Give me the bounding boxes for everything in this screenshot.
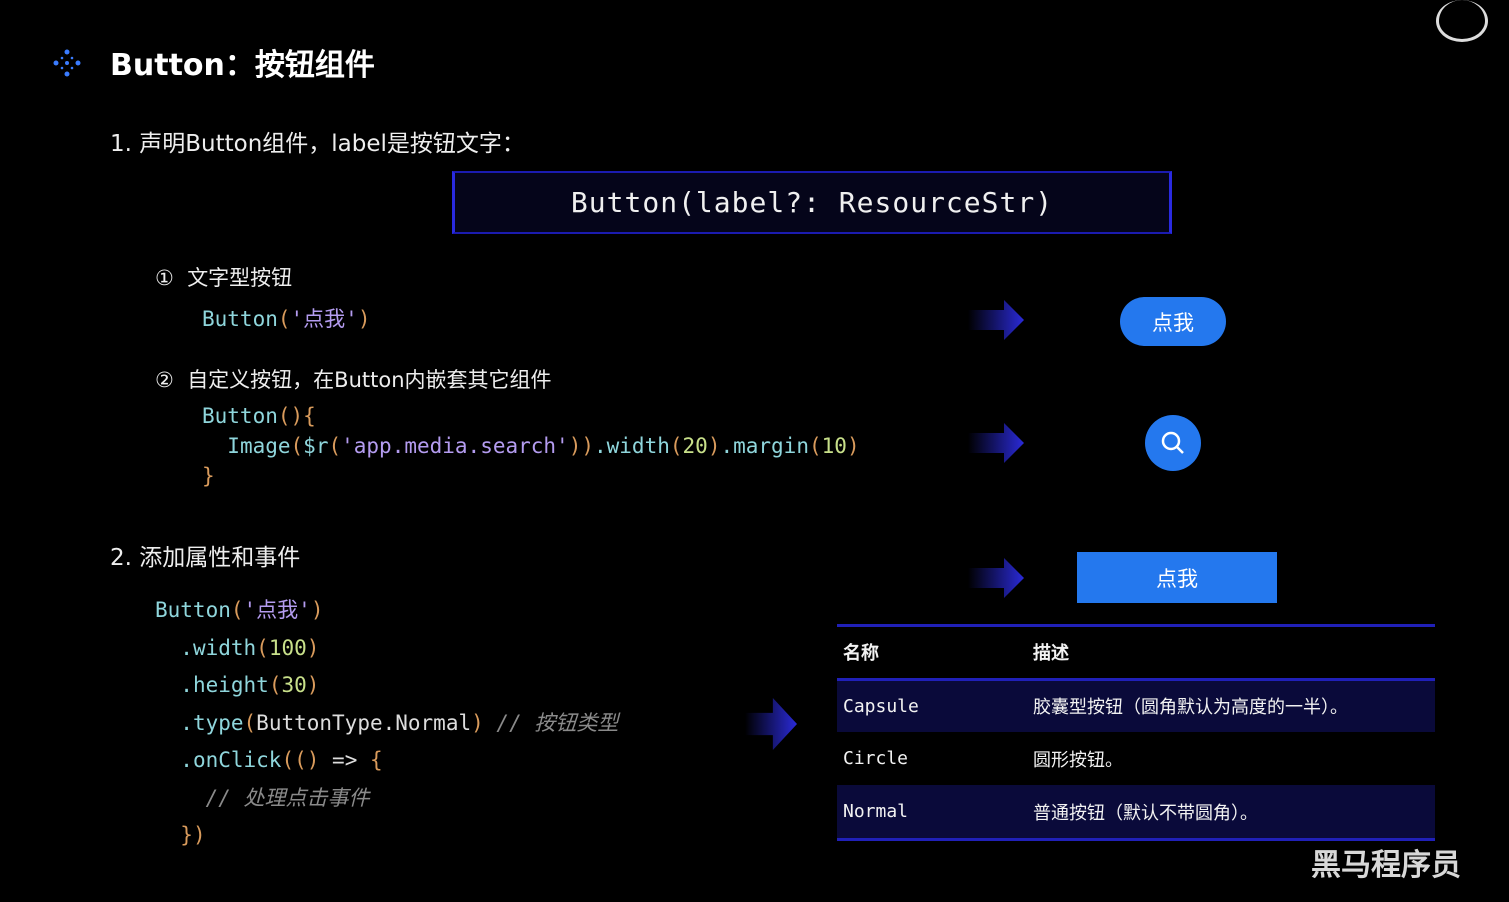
code-token: => [319, 748, 370, 772]
code-token: ( [230, 598, 244, 622]
code-token: ( [277, 307, 291, 331]
code-token: ) [306, 748, 320, 772]
table-row: Circle 圆形按钮。 [837, 732, 1435, 785]
code-token: } [202, 464, 215, 488]
code-token: ( [808, 434, 822, 458]
code-token: Button [155, 598, 231, 622]
section-2-heading: 2. 添加属性和事件 [110, 545, 301, 571]
type-name: Circle [843, 748, 909, 769]
code-token: }) [180, 823, 206, 847]
code-token: .height [180, 673, 269, 697]
logo-icon [1436, 0, 1488, 42]
normal-demo-button[interactable]: 点我 [1077, 552, 1277, 603]
arrow-right-icon [968, 300, 1024, 340]
type-description: 普通按钮（默认不带圆角）。 [1027, 785, 1435, 838]
item-label: 自定义按钮，在Button内嵌套其它组件 [187, 368, 552, 392]
code-token: Image [227, 434, 291, 458]
column-header: 名称 [837, 627, 1027, 681]
arrow-right-icon [968, 558, 1024, 598]
watermark: 黑马程序员 [1311, 848, 1461, 883]
circle-search-button[interactable] [1145, 415, 1201, 471]
code-token: .width [180, 635, 257, 660]
code-token: 'app.media.search' [341, 434, 569, 458]
code-token: 100 [268, 635, 307, 660]
arrow-right-icon [745, 698, 797, 750]
code-token: ) [306, 635, 320, 660]
type-description: 圆形按钮。 [1033, 749, 1123, 771]
item-1: ① 文字型按钮 [155, 262, 292, 292]
code-token: ( [328, 434, 342, 458]
search-icon [1161, 431, 1184, 454]
code-token: ) [357, 307, 371, 331]
code-token: .type [180, 710, 244, 735]
code-text-button: Button('点我') [202, 304, 370, 334]
type-name: Capsule [837, 679, 1027, 732]
code-comment: // 处理点击事件 [205, 785, 370, 810]
code-token: ( [256, 635, 269, 660]
code-token: ) [306, 673, 320, 697]
page-title: Button：按钮组件 [110, 48, 375, 83]
code-custom-button: Button(){ Image($r('app.media.search')).… [202, 401, 860, 491]
code-token: .width [594, 434, 670, 458]
code-token: { [369, 748, 383, 772]
code-token: ) [471, 710, 484, 735]
code-token: Button [202, 307, 278, 331]
item-label: 文字型按钮 [187, 266, 293, 290]
code-token: .margin [720, 434, 809, 458]
item-number: ① [155, 266, 174, 290]
code-token: )) [568, 434, 594, 458]
type-name: Normal [837, 785, 1027, 838]
code-token: ( [268, 673, 282, 697]
code-token: 20 [682, 434, 708, 458]
code-token: $r [303, 434, 329, 458]
code-comment: // 按钮类型 [496, 710, 619, 735]
code-token: Button [202, 404, 278, 428]
code-attributes-events: Button('点我') .width(100) .height(30) .ty… [155, 592, 618, 855]
code-token: ) [707, 434, 721, 458]
section-1-heading: 1. 声明Button组件，label是按钮文字： [110, 131, 525, 157]
code-token: ) [846, 434, 860, 458]
code-token: '点我' [290, 307, 358, 331]
code-token: 30 [281, 673, 307, 697]
code-token: ) [310, 598, 324, 622]
item-number: ② [155, 368, 174, 392]
sparkle-icon [52, 48, 82, 78]
capsule-demo-button[interactable]: 点我 [1120, 297, 1226, 346]
code-token: '点我' [243, 598, 311, 622]
item-2: ② 自定义按钮，在Button内嵌套其它组件 [155, 364, 552, 394]
column-header: 描述 [1027, 627, 1435, 681]
code-token: .onClick [180, 748, 282, 772]
type-description: 胶囊型按钮（圆角默认为高度的一半）。 [1027, 679, 1435, 732]
code-token: 10 [821, 434, 847, 458]
code-token: ButtonType.Normal [256, 710, 472, 735]
code-token: ( [243, 710, 257, 735]
code-token: (( [281, 748, 307, 772]
code-token: ( [669, 434, 683, 458]
code-token: (){ [277, 404, 316, 428]
arrow-right-icon [968, 423, 1024, 463]
signature-box: Button(label?: ResourceStr) [452, 171, 1172, 234]
code-token: ( [290, 434, 304, 458]
